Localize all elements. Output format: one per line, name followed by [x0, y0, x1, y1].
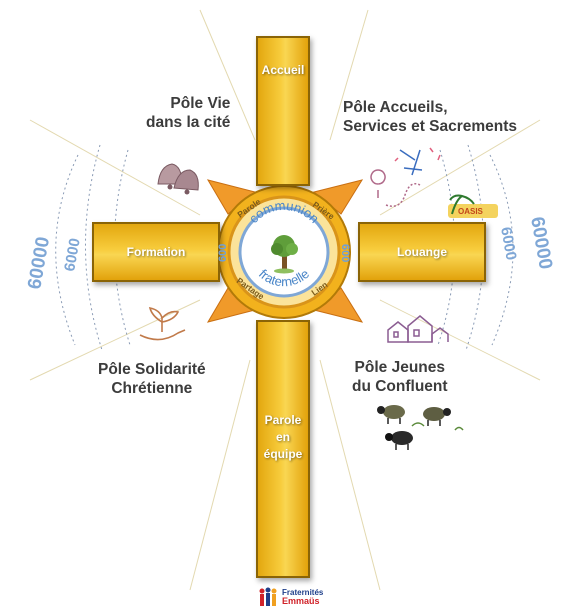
count-6000-right: 6000	[497, 226, 520, 262]
bells-icon	[157, 163, 199, 195]
arm-label-louange: Louange	[397, 245, 447, 259]
pole-vie-line2: dans la cité	[146, 114, 231, 131]
count-60000-left: 60000	[24, 235, 54, 291]
pole-jeunes-du-confluent: Pôle Jeunes du Confluent	[352, 358, 448, 396]
pole-vie-line1: Pôle Vie	[170, 95, 231, 112]
pole-accueils-line1: Pôle Accueils,	[343, 99, 448, 116]
pole-jeunes-line2: du Confluent	[352, 378, 448, 395]
pole-accueils-line2: Services et Sacrements	[343, 118, 518, 135]
oasis-palm-icon	[448, 194, 498, 218]
pole-jeunes-line1: Pôle Jeunes	[354, 359, 446, 376]
logo-line1: Fraternités	[282, 588, 324, 597]
cross-arm-bottom	[256, 320, 310, 578]
sheep-icon	[377, 405, 464, 450]
count-600-left: 600	[217, 244, 229, 262]
map-pin-icon	[370, 147, 441, 207]
ring-word-lien: Lien	[309, 279, 329, 297]
fraternelle-text: fraternelle	[256, 266, 312, 289]
cross-arm-left	[92, 222, 220, 282]
oasis-label: OASIS	[458, 207, 484, 216]
village-icon	[387, 315, 449, 343]
radiating-lines	[29, 9, 541, 591]
pole-solidarite-line1: Pôle Solidarité	[98, 361, 206, 378]
plant-hand-icon	[139, 306, 186, 341]
people-logo-icon	[259, 587, 277, 606]
pole-solidarite-chretienne: Pôle Solidarité Chrétienne	[98, 360, 206, 398]
arm-label-line3: équipe	[263, 447, 303, 461]
count-6000-left: 6000	[61, 237, 84, 273]
count-600-right: 600	[339, 244, 351, 262]
arm-label-formation: Formation	[126, 245, 186, 259]
cross-arm-right	[358, 222, 486, 282]
count-60000-right: 60000	[526, 215, 556, 271]
cross-arm-top	[256, 36, 310, 186]
arm-label-line2: en	[275, 430, 290, 444]
arm-label-parole-en-equipe: Parole en équipe	[256, 412, 310, 463]
pole-vie-dans-la-cite: Pôle Vie dans la cité	[146, 94, 230, 132]
logo-text: Fraternités Emmaüs	[282, 588, 323, 606]
fraternites-emmaus-logo: Fraternités Emmaüs	[257, 585, 331, 609]
pole-accueils-services: Pôle Accueils, Services et Sacrements	[343, 98, 517, 136]
logo-line2: Emmaüs	[282, 596, 320, 606]
pole-solidarite-line2: Chrétienne	[111, 380, 193, 397]
tree-icon	[271, 235, 298, 274]
arm-label-line1: Parole	[264, 413, 302, 427]
arm-label-accueil: Accueil	[261, 63, 305, 77]
